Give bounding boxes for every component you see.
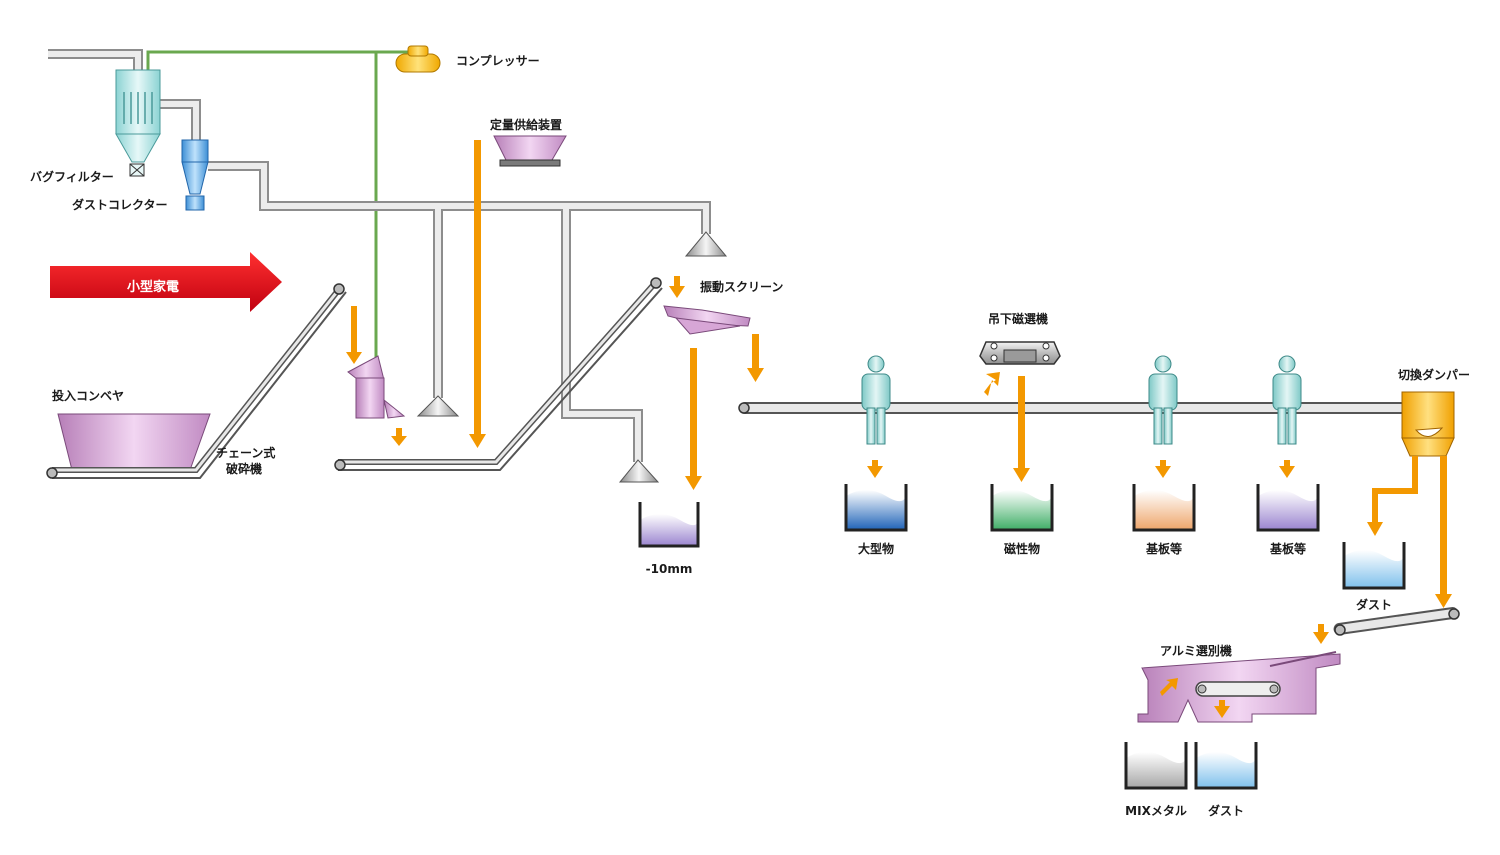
bin-dust-2	[1194, 742, 1258, 790]
duct-hood-1	[416, 395, 460, 417]
dust-label-1: ダスト	[1355, 598, 1393, 612]
flow-arrow	[346, 306, 362, 364]
flow-arrow	[1013, 376, 1030, 482]
duct-hood-2	[684, 231, 728, 257]
dust-label-2: ダスト	[1207, 804, 1245, 818]
fine-label: -10mm	[645, 562, 693, 576]
flow-arrow	[747, 334, 764, 382]
bin-large	[844, 484, 908, 532]
switch-damper	[1401, 391, 1455, 457]
flow-arrow	[1214, 700, 1230, 718]
bin-mix-metal	[1124, 742, 1188, 790]
flow-arrow	[685, 348, 702, 490]
workers	[861, 355, 1302, 445]
input-label: 小型家電	[126, 280, 179, 295]
boards-label-1: 基板等	[1145, 542, 1183, 556]
chain-crusher	[347, 355, 406, 419]
flow-arrow	[469, 140, 486, 448]
flow-arrow	[1160, 678, 1178, 696]
aluminum-separator-label: アルミ選別機	[1160, 644, 1232, 658]
compressor	[395, 45, 441, 73]
magnetic-label: 磁性物	[1003, 542, 1041, 556]
chain-crusher-label-1: チェーン式	[216, 446, 276, 460]
input-arrow	[50, 252, 282, 312]
flow-arrow	[391, 428, 407, 446]
compressor-label: コンプレッサー	[456, 54, 540, 68]
worker-1	[861, 355, 891, 445]
flow-arrow	[984, 372, 1000, 396]
bag-filter	[115, 69, 161, 177]
switch-damper-label: 切換ダンパー	[1398, 368, 1471, 382]
flow-arrow	[1313, 624, 1329, 644]
duct-hood-3	[618, 459, 660, 483]
vibrating-screen	[663, 305, 751, 335]
bin-magnetic	[990, 484, 1054, 532]
bin-boards-1	[1132, 484, 1196, 532]
belt-conveyor-2	[334, 277, 663, 471]
flow-arrow	[1155, 460, 1171, 478]
bin-fine	[638, 502, 700, 548]
bag-filter-label: バグフィルター	[30, 170, 114, 184]
flow-arrow	[1279, 460, 1295, 478]
flow-arrow	[1435, 456, 1452, 608]
suspended-magnet	[979, 341, 1061, 365]
boards-label-2: 基板等	[1269, 542, 1307, 556]
air-line	[146, 50, 410, 372]
sorting-conveyor	[738, 402, 1407, 414]
large-items-label: 大型物	[857, 542, 895, 556]
vibrating-screen-label: 振動スクリーン	[700, 280, 784, 294]
flow-arrows	[346, 140, 1452, 718]
worker-2	[1148, 355, 1178, 445]
feeder-label: 定量供給装置	[490, 118, 563, 132]
flow-arrow	[669, 276, 685, 298]
duct-network	[48, 49, 711, 462]
belt-conveyor-3	[1333, 607, 1460, 636]
bin-boards-2	[1256, 484, 1320, 532]
flow-arrow	[1367, 456, 1418, 536]
dust-collector	[181, 139, 209, 211]
aluminum-separator	[1137, 651, 1341, 723]
dust-collector-label: ダストコレクター	[72, 198, 168, 212]
mix-metal-label: MIXメタル	[1125, 804, 1187, 818]
bin-dust-1	[1342, 542, 1406, 590]
worker-3	[1272, 355, 1302, 445]
input-conveyor-label: 投入コンベヤ	[52, 389, 125, 403]
output-bins	[638, 484, 1406, 790]
input-conveyor	[46, 283, 347, 479]
chain-crusher-label-2: 破砕機	[226, 462, 263, 476]
feeder	[493, 135, 567, 167]
flow-arrow	[867, 460, 883, 478]
magnet-label: 吊下磁選機	[988, 312, 1049, 326]
